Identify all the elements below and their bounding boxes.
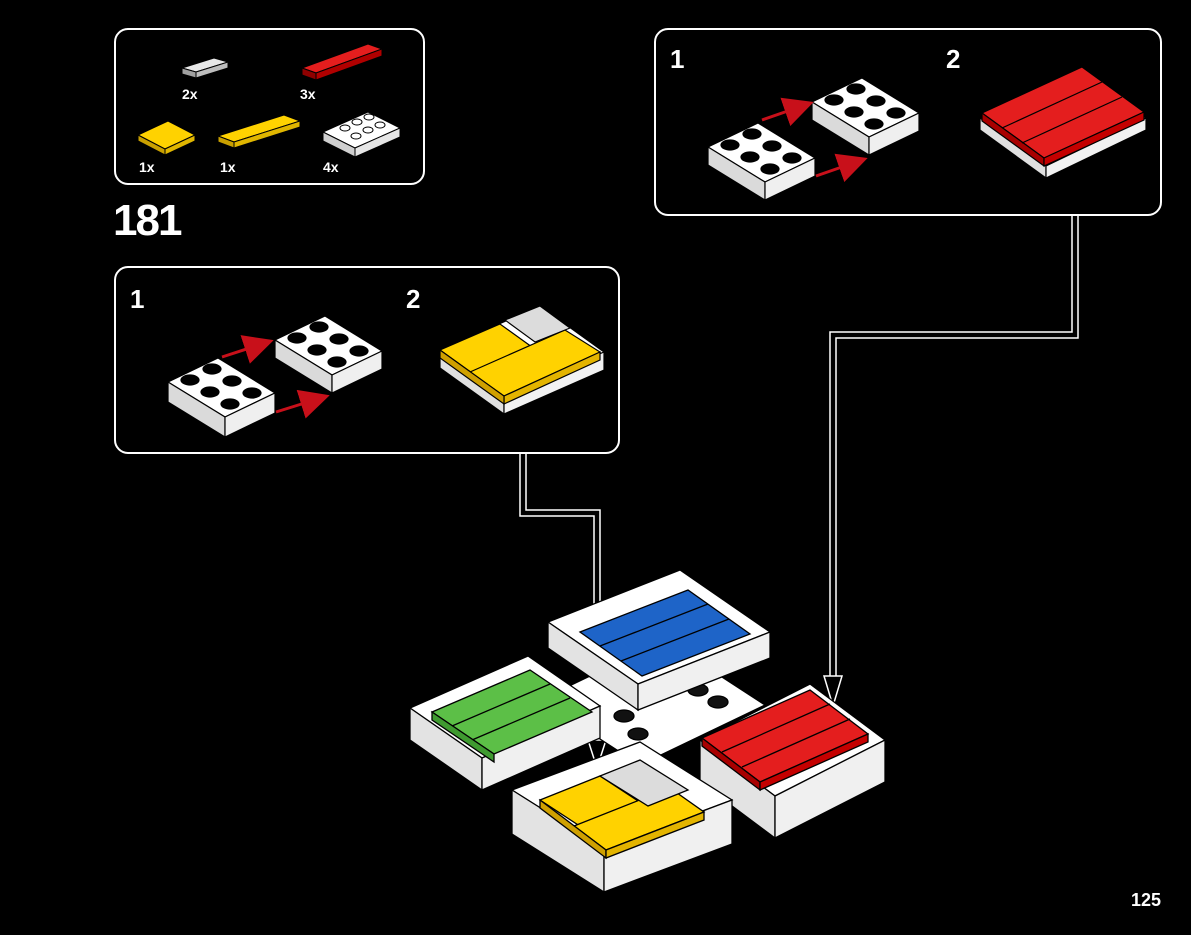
white-plate-icon	[706, 122, 817, 202]
white-plate-icon	[166, 357, 277, 439]
step-number: 181	[113, 196, 182, 245]
page-number: 125	[1130, 890, 1161, 910]
part-qty-red-tile: 3x	[300, 86, 316, 102]
red-arrow-icon	[221, 335, 274, 364]
part-qty-yellow-square-tile: 1x	[139, 159, 155, 175]
red-tile-part	[300, 43, 384, 81]
part-qty-white-plate: 4x	[323, 159, 339, 175]
part-qty-gray-tile: 2x	[182, 86, 198, 102]
substep-label-2: 2	[946, 44, 961, 74]
white-plate-icon	[273, 315, 384, 395]
connector-arrow-icon	[822, 675, 844, 709]
yellow-square-tile-part	[136, 120, 197, 156]
red-arrow-icon	[275, 389, 330, 419]
red-arrow-icon	[761, 97, 814, 127]
main-model	[408, 569, 887, 894]
substep-label-1: 1	[670, 44, 685, 74]
gray-tile-part	[180, 57, 230, 79]
red-arrow-icon	[815, 153, 868, 183]
part-qty-yellow-long-tile: 1x	[220, 159, 236, 175]
yellow-long-tile-part	[216, 114, 302, 149]
white-plate-part	[321, 111, 402, 158]
substep-label-1: 1	[130, 284, 145, 314]
white-plate-icon	[810, 77, 921, 157]
red-assembly-icon	[978, 66, 1148, 180]
substep-label-2: 2	[406, 284, 421, 314]
yellow-assembly-icon	[438, 305, 606, 416]
